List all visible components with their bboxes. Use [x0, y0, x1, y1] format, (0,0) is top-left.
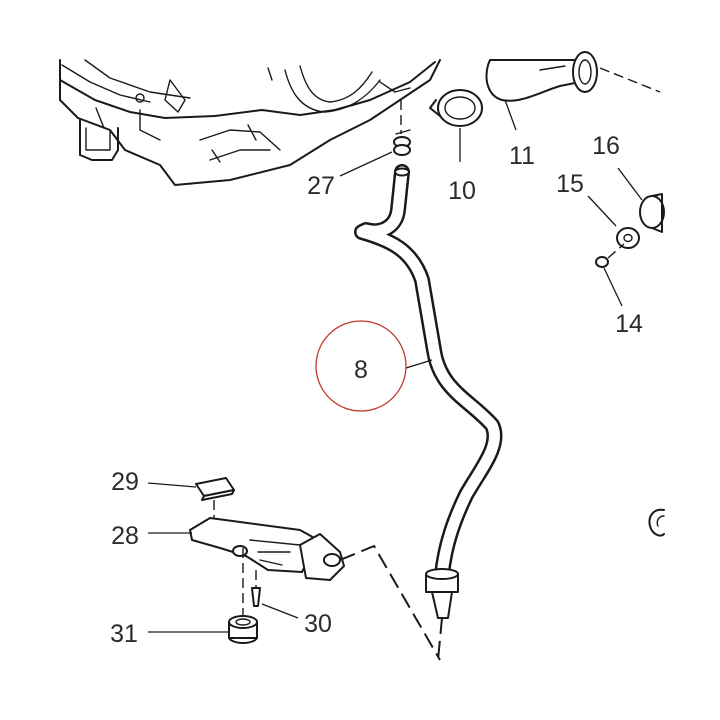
- callout-14: 14: [615, 310, 643, 338]
- callout-8: 8: [354, 356, 368, 384]
- bracket-assembly: [147, 477, 441, 661]
- callout-27: 27: [307, 172, 335, 200]
- mounting-parts-14-15-16: [587, 167, 665, 307]
- partial-part-right-edge: [648, 508, 665, 537]
- hose-clip-part-27: [339, 100, 411, 177]
- callout-10: 10: [448, 177, 476, 205]
- callout-11: 11: [509, 142, 535, 170]
- callout-28: 28: [111, 522, 139, 550]
- hose-clamp-part-10: [429, 89, 483, 162]
- callout-30: 30: [304, 610, 332, 638]
- callout-16: 16: [592, 132, 620, 160]
- callout-15: 15: [556, 170, 584, 198]
- callout-29: 29: [111, 468, 139, 496]
- callout-31: 31: [110, 620, 138, 648]
- intake-hose-part-11: [485, 51, 661, 131]
- engine-housing-assembly: [59, 59, 441, 186]
- highlight-circle: [315, 320, 407, 412]
- dipstick-tube-part-8: [354, 164, 503, 661]
